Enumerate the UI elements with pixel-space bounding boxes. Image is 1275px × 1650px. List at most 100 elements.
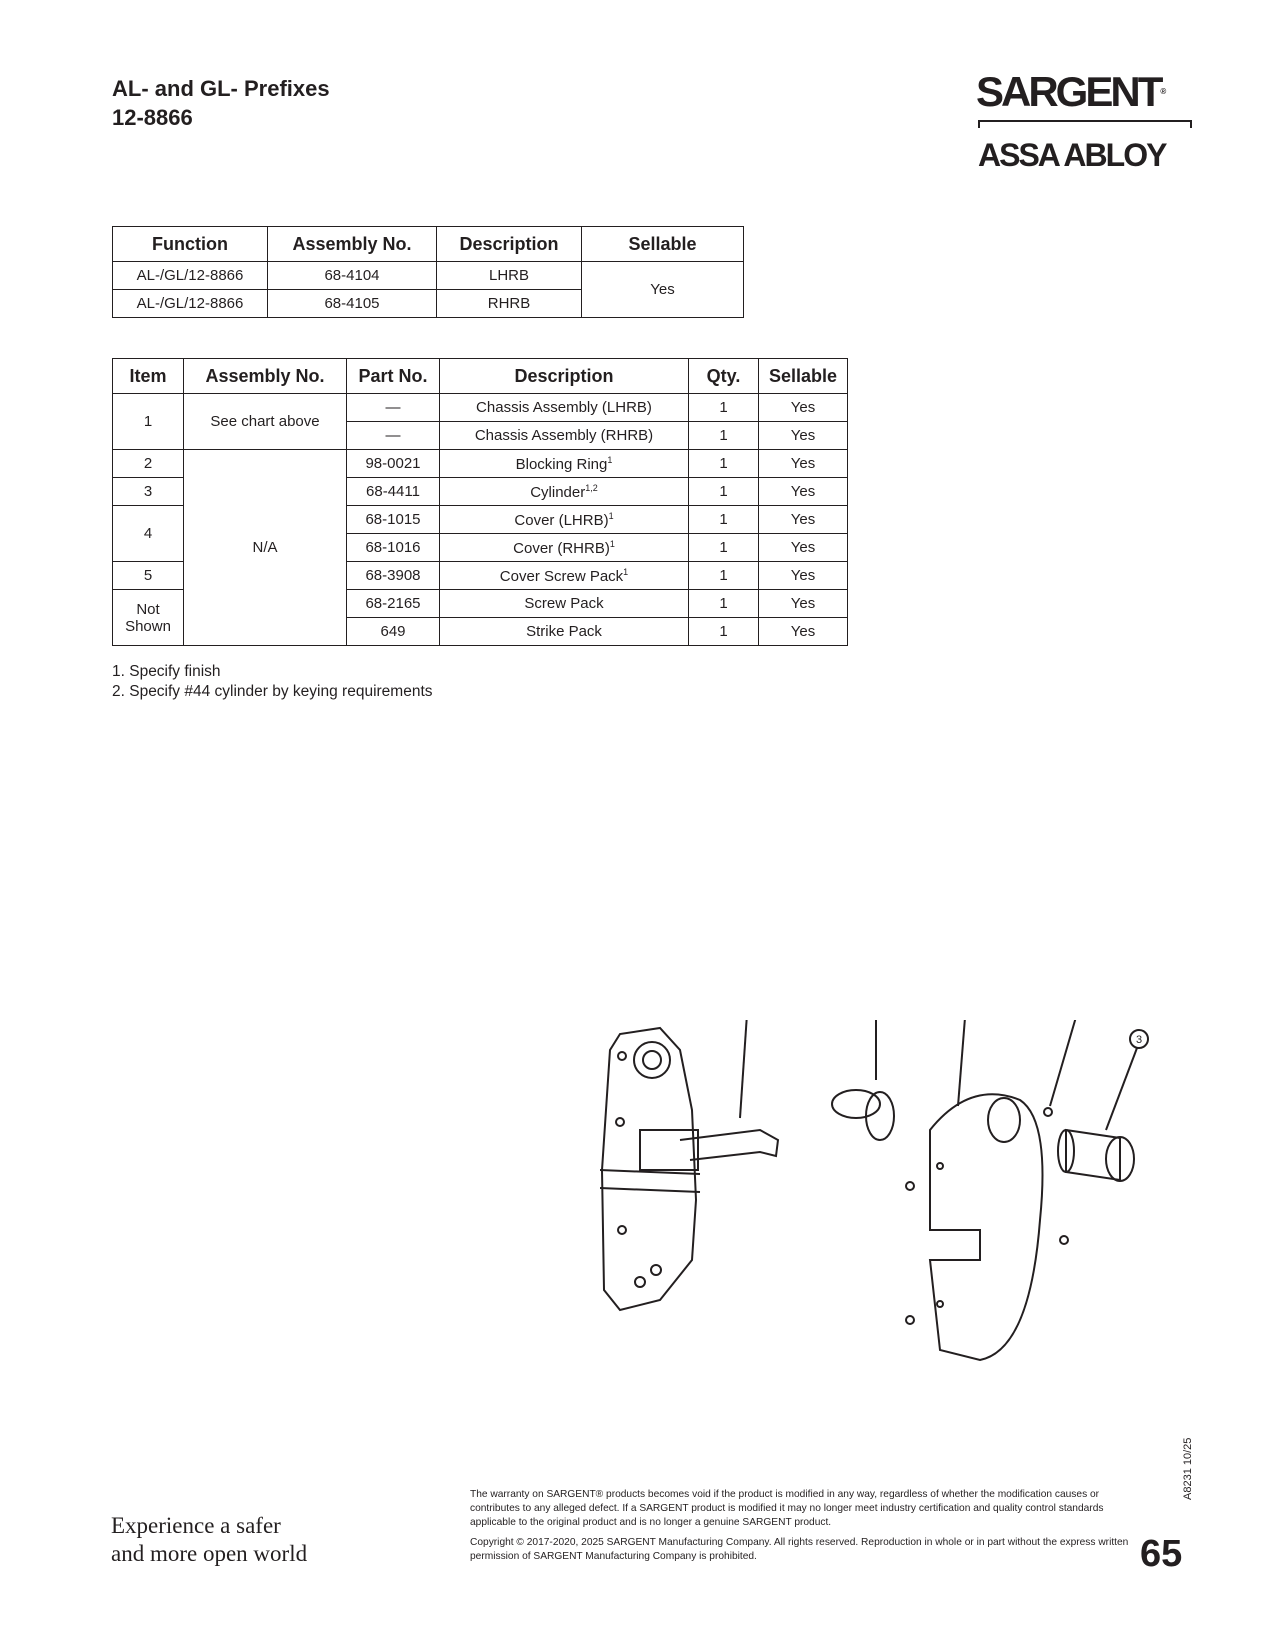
column-header: Assembly No. [183,358,347,394]
table-cell: Yes [758,533,848,562]
warranty-text: The warranty on SARGENT® products become… [470,1489,1104,1528]
table-cell: Chassis Assembly (LHRB) [439,393,689,422]
table-cell: Cover Screw Pack1 [439,561,689,590]
table-cell: 68-3908 [346,561,440,590]
footnote: 1. Specify finish [112,663,221,680]
logo-bracket [978,120,1192,128]
table-row: 2 N/A 98-0021 Blocking Ring1 1 Yes [112,449,848,646]
table-cell: 1 [688,421,759,450]
table-cell: See chart above [183,393,347,450]
legal-text: The warranty on SARGENT® products become… [470,1488,1130,1570]
sargent-assa-abloy-logo: SARGENT® ASSA ABLOY [970,66,1192,176]
table-cell: 68-4104 [267,261,437,290]
table-cell: Yes [758,449,848,478]
column-header: Description [439,358,689,394]
column-header: Description [436,226,582,262]
column-header: Assembly No. [267,226,437,262]
page-title: AL- and GL- Prefixes 12-8866 [112,74,330,132]
table-cell: 4 [112,505,184,562]
table-cell: Blocking Ring1 [439,449,689,478]
table-cell: Cylinder1,2 [439,477,689,506]
table-cell: Yes [758,505,848,534]
table-cell: 1 [688,617,759,646]
table-cell: 5 [112,561,184,590]
table-cell: 68-4411 [346,477,440,506]
exploded-parts-diagram: 1 2 4 5 3 [600,1020,1149,1362]
table-cell: Yes [758,393,848,422]
page-number: 65 [1140,1533,1183,1575]
table-header-row: Item Assembly No. Part No. Description Q… [112,358,848,394]
table-cell: 68-1015 [346,505,440,534]
callouts: 1 2 4 5 3 [739,1020,1149,1131]
table-cell: 1 [688,449,759,478]
table-cell: 2 [112,449,184,478]
tagline-line: and more open world [111,1541,308,1566]
table-cell: 98-0021 [346,449,440,478]
parts-table: Item Assembly No. Part No. Description Q… [112,358,848,646]
column-header: Function [112,226,268,262]
table-cell: 68-4105 [267,289,437,318]
callout-label: 3 [1136,1034,1142,1046]
table-cell: Yes [758,477,848,506]
table-cell: N/A [183,449,347,646]
table-cell: 68-2165 [346,589,440,618]
screws-drawing [905,1107,1069,1325]
table-row: AL-/GL/12-8866 68-4104 LHRB Yes [112,261,744,318]
table-row: 5 68-3908 Cover Screw Pack1 1 Yes [112,561,848,590]
table-cell: 1 [112,393,184,450]
table-cell: LHRB [436,261,582,290]
function-table: Function Assembly No. Description Sellab… [112,226,744,318]
table-row: 4 68-1015 Cover (LHRB)1 1 Yes [112,505,848,562]
table-header-row: Function Assembly No. Description Sellab… [112,226,744,262]
table-cell: Strike Pack [439,617,689,646]
table-cell: 1 [688,561,759,590]
column-header: Item [112,358,184,394]
table-cell: AL-/GL/12-8866 [112,289,268,318]
table-cell: Cover (LHRB)1 [439,505,689,534]
column-header: Sellable [758,358,848,394]
table-cell: Cover (RHRB)1 [439,533,689,562]
tagline-line: Experience a safer [111,1513,281,1538]
table-cell: 1 [688,477,759,506]
title-function-number: 12-8866 [112,105,193,130]
table-cell: — [346,393,440,422]
title-prefixes: AL- and GL- Prefixes [112,76,330,101]
table-cell: 68-1016 [346,533,440,562]
table-cell: 1 [688,505,759,534]
table-cell: Yes [581,261,744,318]
table-cell: 649 [346,617,440,646]
brand-assa-abloy: ASSA ABLOY [978,137,1167,173]
tagline: Experience a safer and more open world [111,1512,307,1568]
table-cell: AL-/GL/12-8866 [112,261,268,290]
table-row: AL-/GL/12-8866 68-4105 RHRB [112,289,744,318]
table-cell: 1 [688,533,759,562]
copyright-text: Copyright © 2017-2020, 2025 SARGENT Manu… [470,1537,1129,1562]
table-row: 649 Strike Pack 1 Yes [113,617,848,646]
table-cell: Yes [758,421,848,450]
table-row: 1 See chart above — Chassis Assembly (LH… [112,393,848,450]
brand-sargent: SARGENT® [976,68,1167,115]
column-header: Part No. [346,358,440,394]
column-header: Sellable [581,226,744,262]
table-cell: 1 [688,393,759,422]
table-cell: 3 [112,477,184,506]
table-cell: 1 [688,589,759,618]
footnote: 2. Specify #44 cylinder by keying requir… [112,683,433,700]
blocking-ring-drawing [831,1089,895,1141]
chassis-assembly-drawing [600,1026,780,1312]
table-cell: Yes [758,589,848,618]
table-cell: Yes [758,617,848,646]
footnotes: 1. Specify finish 2. Specify #44 cylinde… [112,662,433,702]
column-header: Qty. [688,358,759,394]
table-row: 3 68-4411 Cylinder1,2 1 Yes [112,477,848,506]
cover-drawing [928,1093,1044,1362]
table-cell: Chassis Assembly (RHRB) [439,421,689,450]
table-cell: — [346,421,440,450]
document-id: A8231 10/25 [1182,1437,1194,1500]
table-cell: Yes [758,561,848,590]
cylinder-drawing [1057,1128,1135,1182]
table-cell: RHRB [436,289,582,318]
table-row: — Chassis Assembly (RHRB) 1 Yes [113,421,848,450]
